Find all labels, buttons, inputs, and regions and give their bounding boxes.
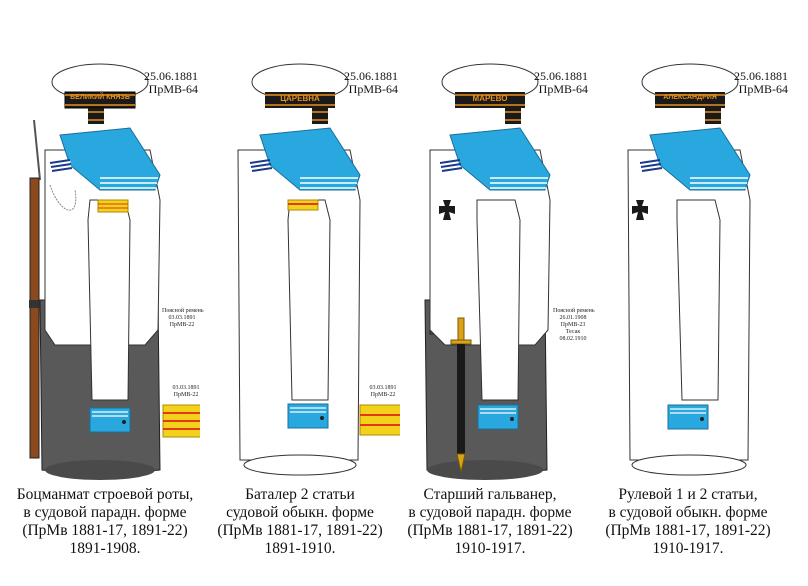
figure-3-drawing [424, 63, 551, 480]
caption-line: Боцманмат строевой роты, [16, 486, 194, 503]
belt-note: Поясной ремень 03.03.1891 ПрМВ-22 [162, 308, 204, 329]
caption: Рулевой 1 и 2 статьи, в судовой обыкн. ф… [583, 486, 793, 558]
figure-2-drawing [237, 63, 400, 476]
strap-note: 03.03.1891 ПрМВ-22 [363, 385, 403, 399]
date-value: 25.06.1881 [144, 69, 198, 83]
caption-line: 1910-1917. [652, 540, 724, 557]
rifle-icon [29, 119, 41, 459]
figure-2: ЦАРЕВНА 25.06.1881 ПрМВ-64 03.03.1891 Пр… [200, 0, 400, 586]
date: 25.06.1881 ПрМВ-64 [330, 70, 398, 96]
caption-line: (ПрМв 1881-17, 1891-22) [605, 522, 771, 539]
date-value: 25.06.1881 [344, 69, 398, 83]
cap-ribbon-text: ЦАРЕВНА [280, 94, 320, 103]
belt-note-line: 26.01.1908 [559, 315, 587, 321]
caption: Боцманмат строевой роты, в судовой парад… [0, 486, 210, 558]
date-value: 25.06.1881 [534, 69, 588, 83]
caption-line: 1891-1910. [264, 540, 336, 557]
caption: Старший гальванер, в судовой парадн. фор… [385, 486, 595, 558]
date: 25.06.1881 ПрМВ-64 [520, 70, 588, 96]
caption-line: Старший гальванер, [423, 486, 557, 503]
iron-cross-icon [632, 200, 648, 220]
figure-1-drawing [29, 63, 200, 480]
iron-cross-icon [439, 200, 455, 220]
caption-line: Баталер 2 статьи [245, 486, 355, 503]
strap-note-line: ПрМВ-22 [370, 392, 396, 398]
caption-line: (ПрМв 1881-17, 1891-22) [22, 522, 188, 539]
belt-note-line: Поясной ремень [162, 308, 204, 314]
caption-line: в судовой парадн. форме [408, 504, 572, 521]
caption-line: (ПрМв 1881-17, 1891-22) [217, 522, 383, 539]
figure-4: АЛЕКСАНДРИЯ 25.06.1881 ПрМВ-64 Рулевой 1… [595, 0, 795, 586]
date: 25.06.1881 ПрМВ-64 [130, 70, 198, 96]
figure-3: МАРЕВО 25.06.1881 ПрМВ-64 Поясной ремень… [395, 0, 595, 586]
order-value: ПрМВ-64 [738, 82, 788, 96]
strap-note-line: ПрМВ-22 [173, 392, 199, 398]
order-value: ПрМВ-64 [348, 82, 398, 96]
cap-ribbon-text: ВЕЛИКИЙ КНЯЗЬ [70, 94, 130, 101]
date-value: 25.06.1881 [734, 69, 788, 83]
figure-4-drawing [627, 63, 751, 476]
caption-line: в судовой обыкн. форме [608, 504, 768, 521]
dirk-icon [450, 317, 472, 473]
order-value: ПрМВ-64 [538, 82, 588, 96]
caption-line: в судовой парадн. форме [23, 504, 187, 521]
order-value: ПрМВ-64 [148, 82, 198, 96]
caption-line: судовой обыкн. форме [226, 504, 374, 521]
belt-note-line: ПрМВ-22 [169, 322, 195, 328]
belt-note-line: 03.03.1891 [168, 315, 196, 321]
belt-note: Поясной ремень 26.01.1908 ПрМВ-23 Тесак … [553, 308, 595, 343]
caption-line: 1910-1917. [454, 540, 526, 557]
belt-note-line: Поясной ремень [553, 308, 595, 314]
date: 25.06.1881 ПрМВ-64 [720, 70, 788, 96]
cap-ribbon-text: АЛЕКСАНДРИЯ [663, 94, 717, 101]
strap-note: 03.03.1891 ПрМВ-22 [166, 385, 206, 399]
cap-ribbon-text: МАРЕВО [472, 94, 508, 103]
figure-1: ВЕЛИКИЙ КНЯЗЬ 25.06.1881 ПрМВ-64 Поясной… [0, 0, 204, 586]
belt-note-line: Тесак [565, 329, 581, 335]
strap-note-line: 03.03.1891 [172, 385, 200, 391]
caption-line: Рулевой 1 и 2 статьи, [618, 486, 758, 503]
belt-note-line: 08.02.1910 [559, 336, 587, 342]
caption-line: (ПрМв 1881-17, 1891-22) [407, 522, 573, 539]
strap-note-line: 03.03.1891 [369, 385, 397, 391]
caption: Баталер 2 статьи судовой обыкн. форме (П… [195, 486, 405, 558]
belt-note-line: ПрМВ-23 [560, 322, 586, 328]
caption-line: 1891-1908. [69, 540, 141, 557]
